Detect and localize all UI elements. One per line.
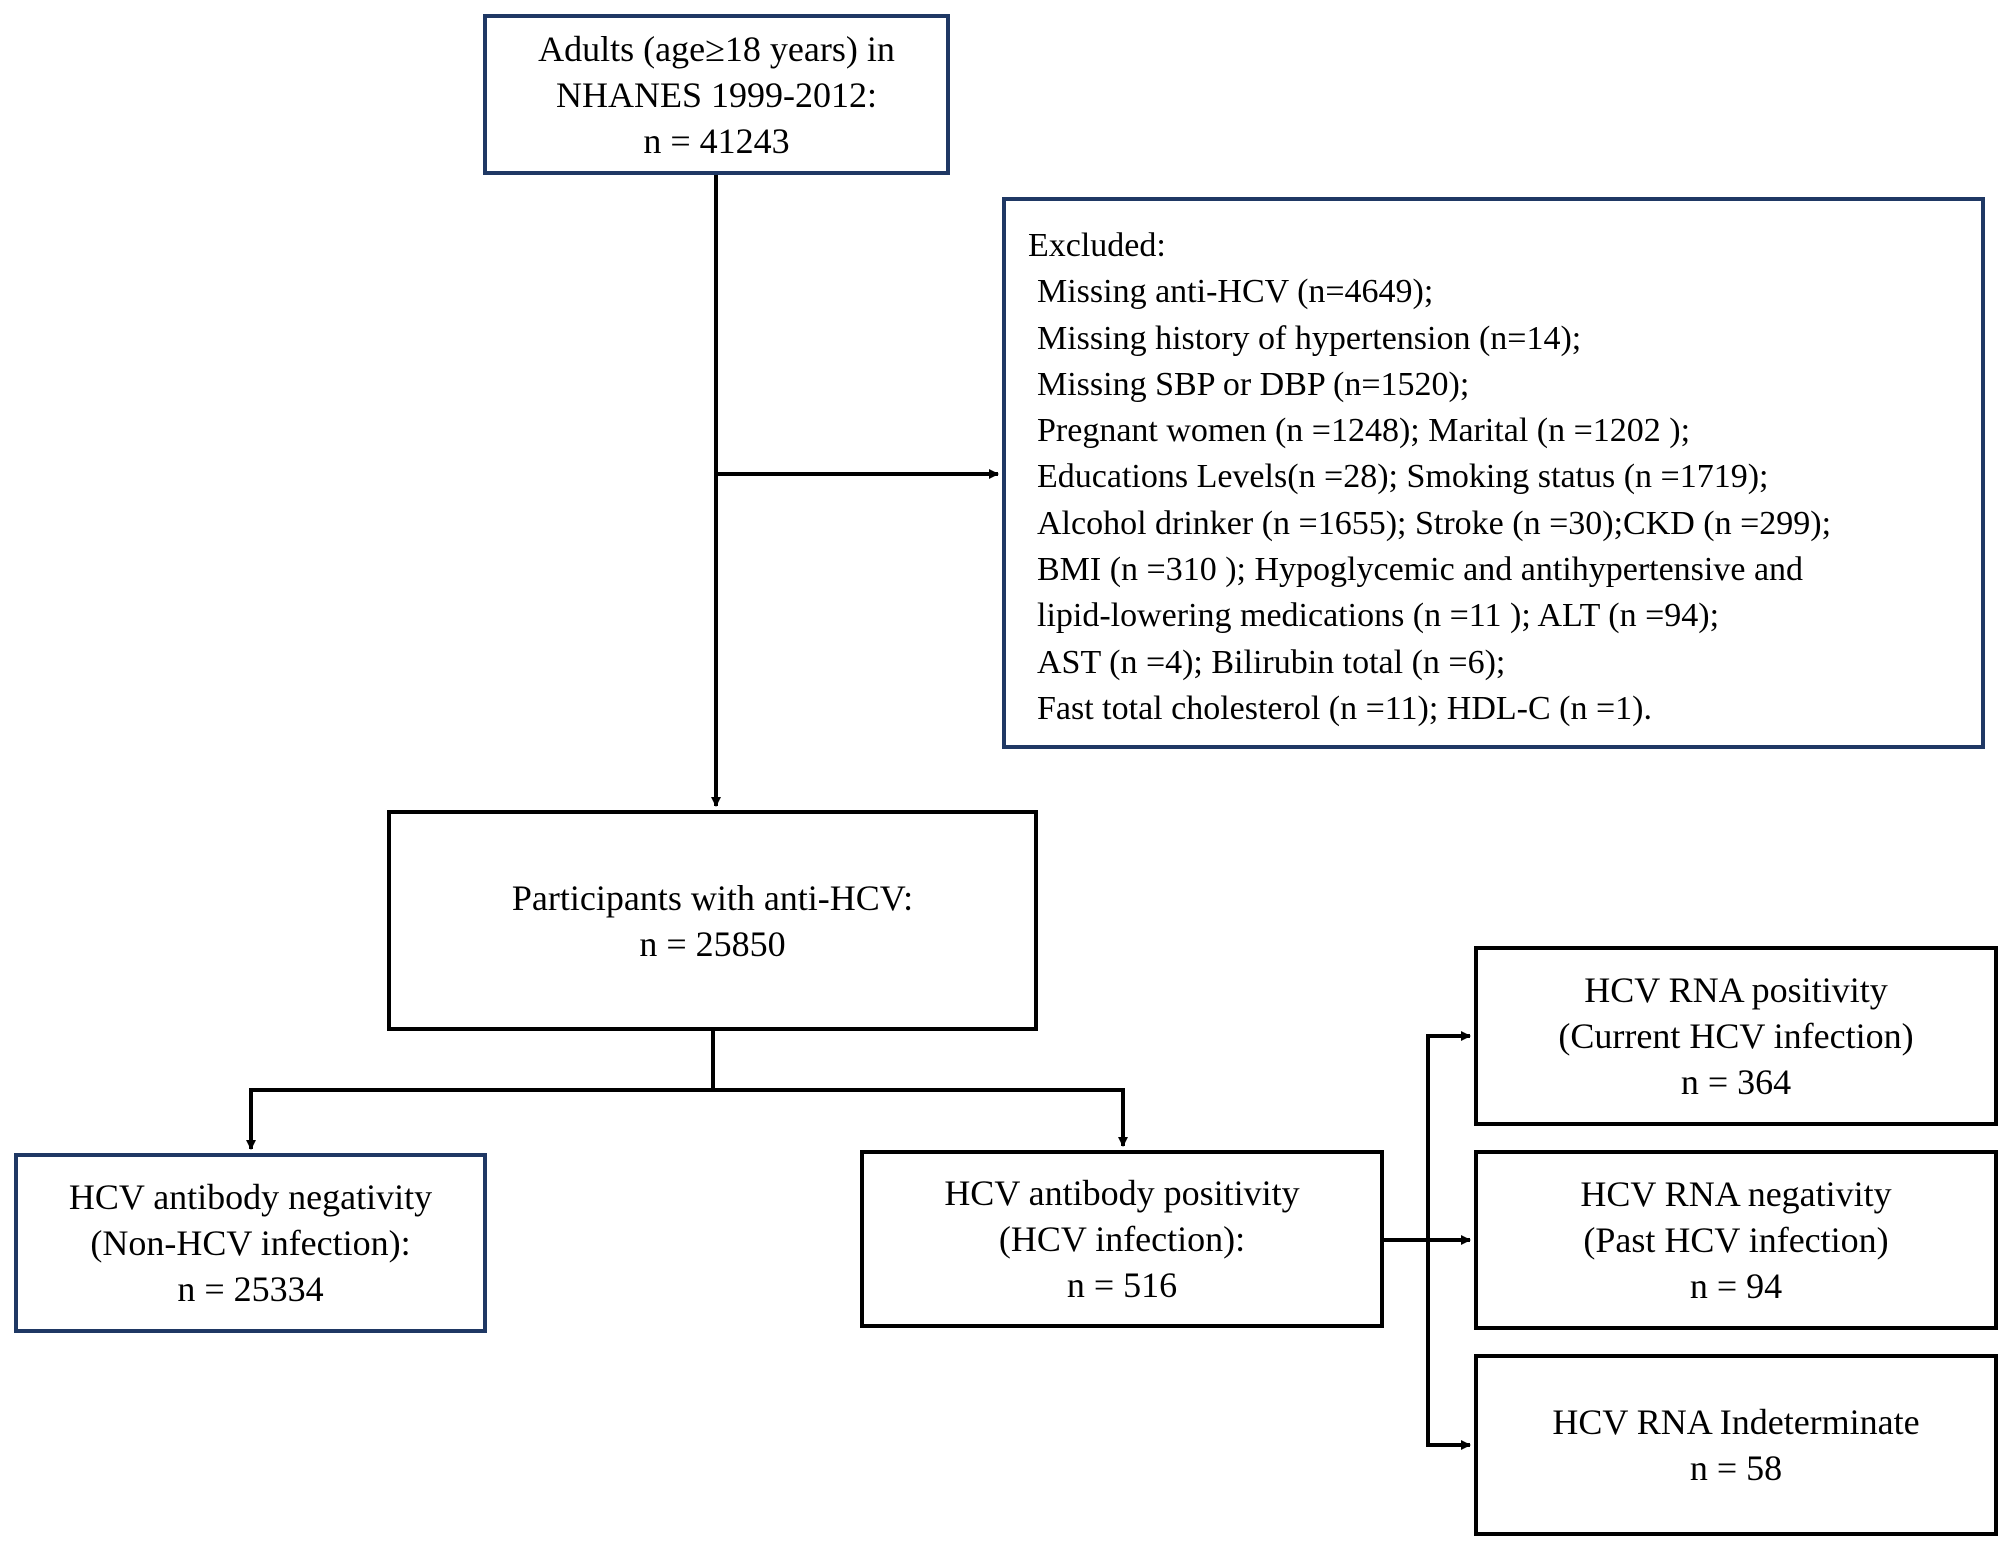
excluded-item: AST (n =4); Bilirubin total (n =6); — [1037, 643, 1506, 681]
rna-negative-sublabel: (Past HCV infection) — [1583, 1220, 1889, 1260]
participants-label: Participants with anti-HCV: — [511, 877, 914, 918]
excluded-item: Missing SBP or DBP (n=1520); — [1037, 365, 1470, 403]
antibody-negative-count: n = 25334 — [177, 1269, 324, 1309]
rna-positive-sublabel: (Current HCV infection) — [1558, 1016, 1914, 1056]
excluded-item: Pregnant women (n =1248); Marital (n =12… — [1037, 412, 1691, 450]
antibody-negative-box: HCV antibody negativity (Non-HCV infecti… — [14, 1153, 487, 1333]
excluded-item: lipid-lowering medications (n =11 ); ALT… — [1037, 597, 1720, 635]
rna-positive-count: n = 364 — [1680, 1062, 1792, 1102]
rna-negative-box: HCV RNA negativity (Past HCV infection) … — [1474, 1150, 1998, 1330]
rna-indeterminate-count: n = 58 — [1689, 1448, 1783, 1488]
excluded-title: Excluded: — [1028, 227, 1166, 264]
excluded-item: Alcohol drinker (n =1655); Stroke (n =30… — [1037, 504, 1832, 542]
antibody-positive-count: n = 516 — [1066, 1265, 1178, 1305]
rna-positive-label: HCV RNA positivity — [1584, 970, 1888, 1010]
excluded-item: Missing anti-HCV (n=4649); — [1037, 273, 1434, 311]
start-line: Adults (age≥18 years) in — [538, 28, 895, 69]
antibody-positive-box: HCV antibody positivity (HCV infection):… — [860, 1150, 1384, 1328]
rna-indeterminate-box: HCV RNA Indeterminate n = 58 — [1474, 1354, 1998, 1536]
rna-indeterminate-label: HCV RNA Indeterminate — [1552, 1402, 1920, 1442]
start-line: NHANES 1999-2012: — [556, 74, 877, 115]
rna-negative-label: HCV RNA negativity — [1580, 1174, 1892, 1214]
antibody-positive-sublabel: (HCV infection): — [998, 1219, 1246, 1259]
start-count: n = 41243 — [643, 120, 790, 161]
excluded-item: Educations Levels(n =28); Smoking status… — [1037, 458, 1769, 496]
antibody-positive-label: HCV antibody positivity — [944, 1173, 1300, 1213]
participants-box: Participants with anti-HCV: n = 25850 — [387, 810, 1038, 1031]
antibody-negative-label: HCV antibody negativity — [68, 1177, 433, 1217]
antibody-negative-sublabel: (Non-HCV infection): — [90, 1223, 411, 1263]
participants-count: n = 25850 — [639, 923, 786, 964]
excluded-item: Missing history of hypertension (n=14); — [1037, 319, 1582, 357]
excluded-box: Excluded: Missing anti-HCV (n=4649); Mis… — [1002, 197, 1985, 749]
rna-negative-count: n = 94 — [1689, 1266, 1783, 1306]
rna-positive-box: HCV RNA positivity (Current HCV infectio… — [1474, 946, 1998, 1126]
start-population-box: Adults (age≥18 years) in NHANES 1999-201… — [483, 14, 950, 175]
excluded-item: BMI (n =310 ); Hypoglycemic and antihype… — [1037, 551, 1804, 589]
excluded-item: Fast total cholesterol (n =11); HDL-C (n… — [1037, 689, 1652, 727]
